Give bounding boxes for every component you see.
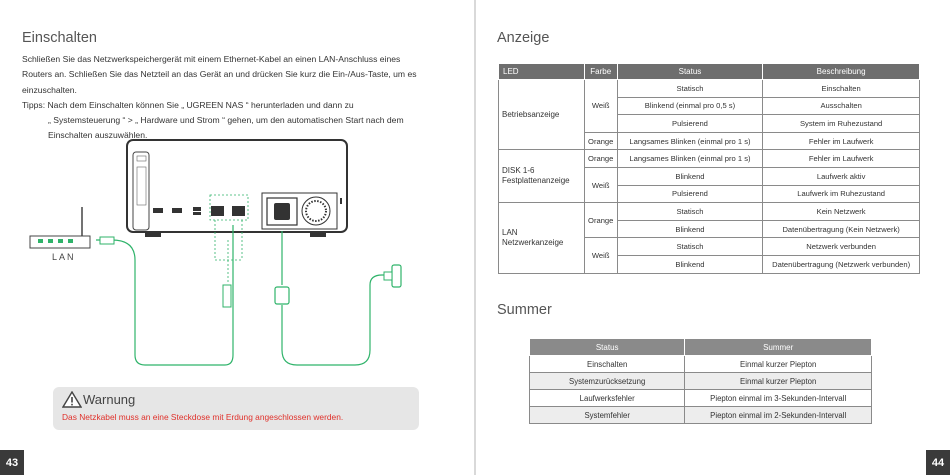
- status-cell: Systemzurücksetzung: [528, 372, 686, 390]
- table-row: Pulsierend System im Ruhezustand: [499, 114, 920, 133]
- column-header: LED: [498, 63, 585, 80]
- color-cell: Weiß: [583, 237, 618, 274]
- description-cell: Datenübertragung (Netzwerk verbunden): [762, 254, 920, 274]
- page-divider: [474, 0, 476, 475]
- led-group-label: LAN: [502, 227, 518, 237]
- summer-cell: Piepton einmal im 2-Sekunden-Intervall: [684, 406, 872, 424]
- connection-diagram: [29, 139, 402, 366]
- color-cell: Orange: [583, 202, 618, 239]
- table-row: Systemfehler Piepton einmal im 2-Sekunde…: [528, 406, 872, 424]
- table-row: Betriebsanzeige Weiß Statisch Einschalte…: [498, 78, 920, 151]
- summer-cell: Einmal kurzer Piepton: [684, 355, 872, 373]
- status-cell: Systemfehler: [528, 406, 686, 424]
- status-cell: Laufwerksfehler: [528, 389, 686, 407]
- summer-table: Status Summer Einschalten Einmal kurzer …: [528, 338, 872, 424]
- nas-device-illustration: [126, 139, 348, 237]
- status-cell: Statisch: [616, 202, 764, 221]
- status-cell: Langsames Blinken (einmal pro 1 s): [616, 149, 764, 168]
- column-header: Farbe: [583, 63, 618, 80]
- description-cell: Fehler im Laufwerk: [762, 131, 920, 151]
- section-title-anzeige: Anzeige: [497, 30, 550, 46]
- section-title-summer: Summer: [497, 302, 552, 318]
- column-header: Status: [528, 338, 686, 356]
- led-group-label: Netzwerkanzeige: [502, 237, 564, 247]
- warning-triangle-icon: [62, 391, 82, 408]
- summer-cell: Piepton einmal im 3-Sekunden-Intervall: [684, 389, 872, 407]
- led-table: LED Farbe Status Beschreibung Betriebsan…: [498, 63, 920, 274]
- table-row: Laufwerksfehler Piepton einmal im 3-Seku…: [528, 389, 872, 407]
- status-cell: Einschalten: [528, 355, 686, 373]
- lan-label: LAN: [52, 252, 76, 262]
- table-row: Blinkend Datenübertragung (Netzwerk verb…: [499, 254, 920, 274]
- status-cell: Blinkend: [616, 254, 764, 274]
- color-cell: Orange: [583, 131, 618, 151]
- table-row: LAN Netzwerkanzeige Orange Statisch Kein…: [498, 202, 920, 274]
- table-header-row: LED Farbe Status Beschreibung: [498, 63, 920, 80]
- status-cell: Blinkend: [616, 219, 764, 239]
- status-cell: Blinkend (einmal pro 0,5 s): [616, 96, 764, 116]
- warning-box: Warnung Das Netzkabel muss an eine Steck…: [53, 387, 419, 430]
- table-row: DISK 1-6 Festplattenanzeige Orange Langs…: [498, 149, 920, 204]
- description-cell: Einschalten: [762, 79, 920, 98]
- description-cell: System im Ruhezustand: [762, 114, 920, 133]
- column-header: Summer: [684, 338, 872, 356]
- description-cell: Datenübertragung (Kein Netzwerk): [762, 219, 920, 239]
- table-row: Einschalten Einmal kurzer Piepton: [528, 355, 872, 373]
- status-cell: Statisch: [616, 79, 764, 98]
- description-cell: Kein Netzwerk: [762, 202, 920, 221]
- tips-line: „ Systemsteuerung “ > „ Hardware und Str…: [48, 115, 404, 126]
- table-row: Pulsierend Laufwerk im Ruhezustand: [499, 184, 920, 204]
- section-title-einschalten: Einschalten: [22, 30, 97, 46]
- router-illustration: [29, 207, 91, 249]
- paragraph-line: Schließen Sie das Netzwerkspeichergerät …: [22, 54, 401, 64]
- led-group-cell: DISK 1-6 Festplattenanzeige: [498, 149, 585, 204]
- description-cell: Netzwerk verbunden: [762, 237, 920, 256]
- intro-paragraph: Schließen Sie das Netzwerkspeichergerät …: [22, 52, 462, 144]
- led-group-label: DISK 1-6: [502, 166, 535, 176]
- table-row: Blinkend (einmal pro 0,5 s) Ausschalten: [499, 96, 920, 116]
- color-cell: Weiß: [583, 166, 618, 204]
- left-page: Einschalten Schließen Sie das Netzwerksp…: [0, 0, 474, 475]
- color-cell: Orange: [583, 149, 618, 168]
- table-row: Weiß Blinkend Laufwerk aktiv: [499, 166, 920, 204]
- description-cell: Ausschalten: [762, 96, 920, 116]
- column-header: Beschreibung: [762, 63, 920, 80]
- table-row: Weiß Statisch Netzwerk verbunden: [499, 237, 920, 274]
- paragraph-line: Routers an. Schließen Sie das Netzteil a…: [22, 69, 417, 80]
- tips-line: Einschalten auszuwählen.: [48, 130, 148, 141]
- status-cell: Statisch: [616, 237, 764, 256]
- summer-cell: Einmal kurzer Piepton: [684, 372, 872, 390]
- page-number: 43: [0, 450, 24, 475]
- table-header-row: Status Summer: [528, 338, 872, 356]
- led-group-label: Festplattenanzeige: [502, 176, 570, 186]
- status-cell: Pulsierend: [616, 184, 764, 204]
- description-cell: Fehler im Laufwerk: [762, 149, 920, 168]
- table-row: Blinkend Datenübertragung (Kein Netzwerk…: [499, 219, 920, 239]
- color-cell: Weiß: [583, 79, 618, 133]
- column-header: Status: [616, 63, 764, 80]
- description-cell: Laufwerk aktiv: [762, 166, 920, 186]
- paragraph-line: einzuschalten.: [22, 84, 77, 95]
- status-cell: Pulsierend: [616, 114, 764, 133]
- description-cell: Laufwerk im Ruhezustand: [762, 184, 920, 204]
- status-cell: Blinkend: [616, 166, 764, 186]
- right-page: Anzeige LED Farbe Status Beschreibung Be…: [476, 0, 950, 475]
- led-group-cell: LAN Netzwerkanzeige: [498, 202, 585, 274]
- warning-text: Das Netzkabel muss an eine Steckdose mit…: [62, 412, 344, 422]
- warning-title: Warnung: [83, 392, 136, 407]
- tips-line: Tipps: Nach dem Einschalten können Sie „…: [22, 99, 354, 110]
- status-cell: Langsames Blinken (einmal pro 1 s): [616, 131, 764, 151]
- table-row: Systemzurücksetzung Einmal kurzer Piepto…: [528, 372, 872, 390]
- page-number: 44: [926, 450, 950, 475]
- led-group-cell: Betriebsanzeige: [498, 78, 585, 151]
